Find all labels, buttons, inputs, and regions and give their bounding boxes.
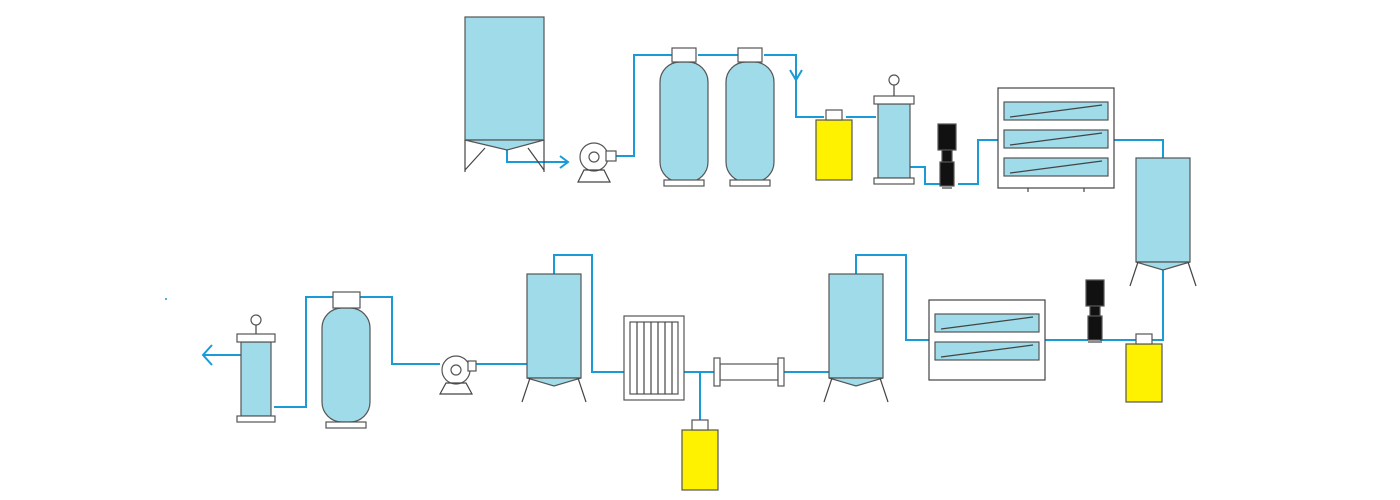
edi-module (623, 315, 685, 401)
pipe-ro1-to-intermediate-tank (1114, 139, 1164, 158)
security-filter (873, 74, 915, 185)
ro-membrane-vessel (934, 341, 1040, 361)
pipe-network (201, 54, 1164, 420)
delivery-pump (438, 355, 477, 395)
arrow-left-icon (201, 344, 213, 366)
pipe-tank-to-pump (506, 148, 568, 163)
pipe-cartridge-to-hp-pump (910, 166, 946, 185)
pressure-gauge-icon (888, 74, 900, 86)
ro-membrane-rack-2 (928, 299, 1046, 381)
dosing-tank-2 (1125, 333, 1163, 403)
pure-water-tank (823, 273, 889, 403)
raw-water-tank (464, 16, 545, 172)
uv-sterilizer (713, 357, 785, 387)
pipe-edi-to-ultrapure-tank (553, 254, 624, 373)
ro-membrane-rack-1 (997, 87, 1115, 192)
ultrapure-water-tank (521, 273, 587, 403)
antiscalant-dosing-tank (815, 109, 853, 181)
pipe-pump-to-filters (612, 54, 674, 157)
high-pressure-pump-1 (937, 123, 957, 189)
stray-dot (165, 298, 167, 300)
polishing-mixed-bed (321, 291, 371, 429)
carbon-filter (725, 47, 775, 187)
flow-arrow-icon (789, 69, 803, 82)
pipe-filters-to-cartridge (764, 54, 824, 118)
terminal-filter (236, 314, 276, 423)
intermediate-tank (1129, 157, 1197, 287)
dosing-tank-3 (681, 419, 719, 491)
pipe-delivery-pump-to-mixed-bed (360, 296, 440, 365)
ro-membrane-vessel (1003, 129, 1109, 149)
high-pressure-pump-2 (1085, 279, 1105, 343)
ro-membrane-vessel (934, 313, 1040, 333)
raw-water-pump (577, 142, 617, 183)
ro-membrane-vessel (1003, 157, 1109, 177)
pipe-ro2-to-pure-tank (855, 254, 929, 341)
sand-filter (659, 47, 709, 187)
pipe-mixed-bed-header (274, 296, 333, 408)
ro-membrane-vessel (1003, 101, 1109, 121)
pressure-gauge-icon (250, 314, 262, 326)
pipe-hp-pump-to-ro1 (958, 139, 998, 185)
flow-arrow-icon (559, 155, 570, 169)
pipe-tank-to-dosing (1152, 268, 1164, 341)
